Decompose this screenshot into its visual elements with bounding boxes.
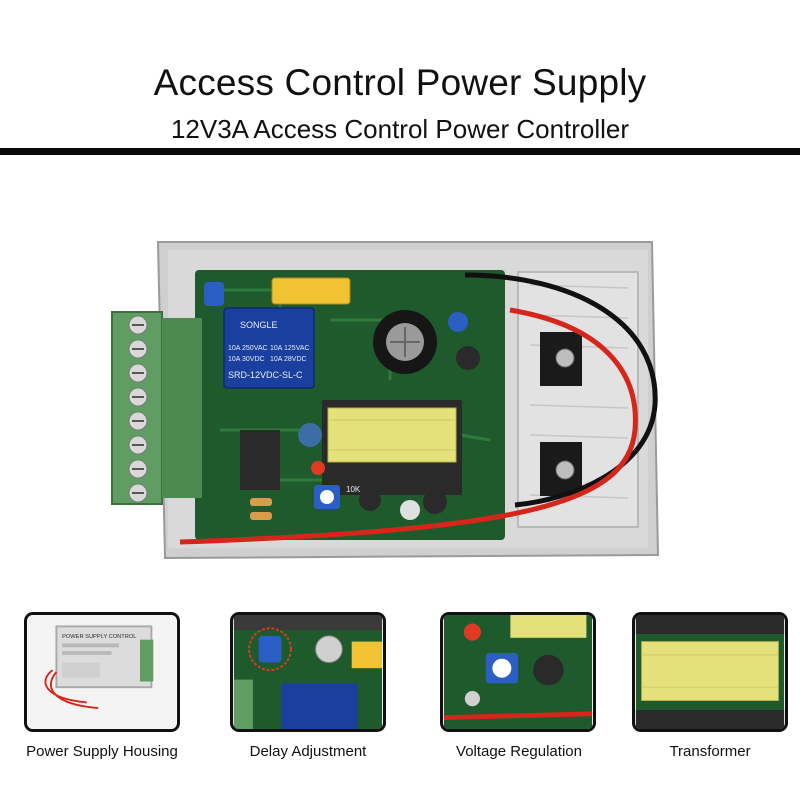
voltage-pot: 10K bbox=[314, 485, 361, 509]
red-wire bbox=[179, 307, 638, 545]
transformer bbox=[322, 400, 462, 495]
relay-rating-3: 10A 30VDC bbox=[228, 356, 265, 363]
screw-terminal-block bbox=[111, 311, 202, 505]
electrolytic-capacitor bbox=[373, 310, 437, 374]
relay-rating-2: 10A 125VAC bbox=[270, 345, 310, 352]
mosfet-lower bbox=[540, 442, 582, 496]
mosfet-upper bbox=[540, 332, 582, 386]
housing-label: POWER SUPPLY CONTROL bbox=[62, 634, 136, 640]
relay-rating-4: 10A 28VDC bbox=[270, 356, 307, 363]
caption-voltage-regulation: Voltage Regulation bbox=[456, 743, 582, 760]
thumb-transformer bbox=[632, 612, 788, 732]
pot-label: 10K bbox=[346, 485, 361, 494]
relay-rating-1: 10A 250VAC bbox=[228, 345, 268, 352]
caption-power-supply-housing: Power Supply Housing bbox=[26, 743, 178, 760]
power-supply-board-photo: SONGLE 10A 250VAC 10A 125VAC 10A 30VDC 1… bbox=[111, 241, 660, 560]
page-subtitle: 12V3A Access Control Power Controller bbox=[170, 114, 630, 144]
relay: SONGLE 10A 250VAC 10A 125VAC 10A 30VDC 1… bbox=[223, 307, 315, 389]
caption-transformer: Transformer bbox=[669, 743, 751, 760]
thumb-voltage-regulation bbox=[440, 612, 596, 732]
thumb-power-supply-housing: POWER SUPPLY CONTROL bbox=[24, 612, 180, 732]
relay-model: SRD-12VDC-SL-C bbox=[228, 370, 303, 380]
header-divider bbox=[0, 148, 800, 155]
caption-delay-adjustment: Delay Adjustment bbox=[249, 743, 367, 760]
relay-brand: SONGLE bbox=[240, 320, 278, 330]
thumb-delay-adjustment bbox=[230, 612, 386, 732]
page-title: Access Control Power Supply bbox=[153, 62, 647, 103]
black-wire bbox=[464, 272, 658, 508]
